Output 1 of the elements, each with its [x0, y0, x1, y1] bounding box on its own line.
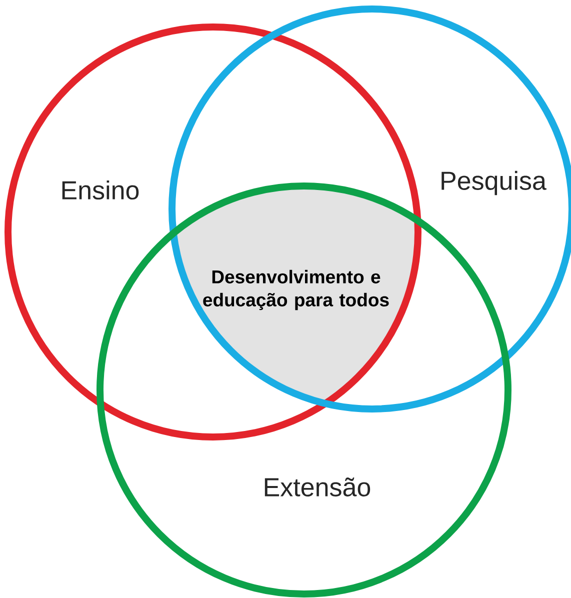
intersection-region: Desenvolvimento e educação para todos: [175, 189, 415, 406]
